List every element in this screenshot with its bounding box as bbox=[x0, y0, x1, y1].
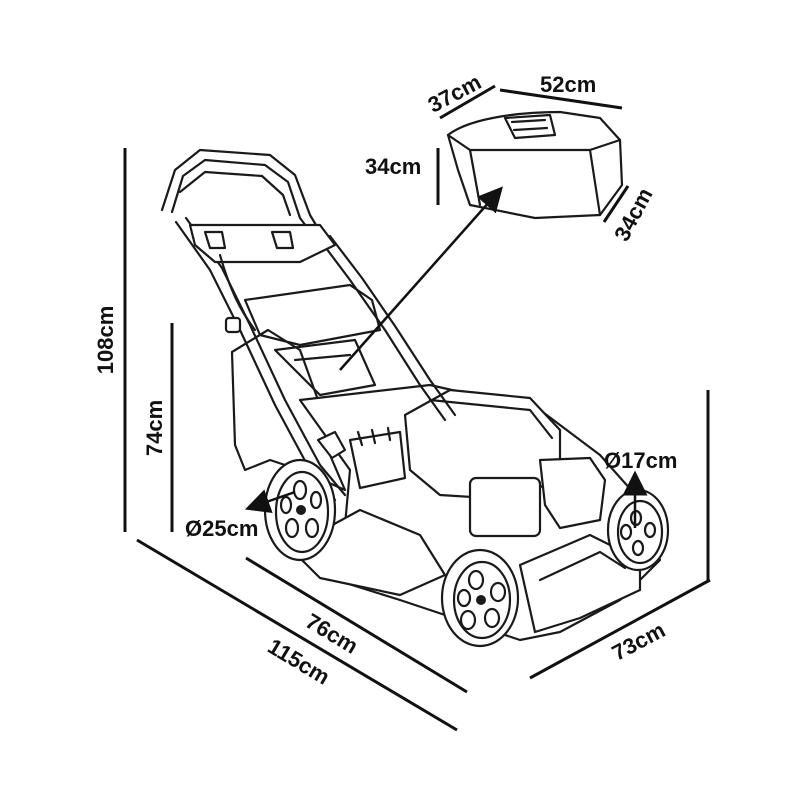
rear-wheel bbox=[263, 458, 337, 562]
battery-box bbox=[348, 430, 407, 490]
deck-length-line bbox=[245, 556, 468, 694]
width-label: 73cm bbox=[608, 617, 669, 665]
width-line bbox=[529, 578, 711, 680]
front-wheel-right bbox=[606, 488, 670, 572]
bag-pointer-arrow bbox=[339, 186, 503, 371]
bag-length-label: 52cm bbox=[540, 72, 596, 97]
deck-height-label: 74cm bbox=[142, 400, 167, 456]
handle-knob bbox=[224, 316, 242, 334]
rear-wheel-arrow bbox=[244, 489, 296, 514]
control-panel bbox=[188, 223, 337, 264]
lawnmower-illustration bbox=[160, 148, 670, 648]
grass-bag-illustration bbox=[446, 110, 624, 220]
total-height-label: 108cm bbox=[93, 306, 118, 375]
bag-length-line bbox=[499, 88, 623, 110]
bag-height-label: 34cm bbox=[365, 154, 421, 179]
handle-bar bbox=[160, 148, 327, 242]
bag-depth-line bbox=[439, 84, 496, 120]
rear-wheel-diameter-label: Ø25cm bbox=[185, 516, 258, 541]
bag-width-line bbox=[602, 185, 630, 223]
air-filter bbox=[468, 476, 542, 538]
front-wheel-diameter-label: Ø17cm bbox=[604, 448, 677, 473]
deck-length-label: 76cm bbox=[301, 608, 362, 658]
grass-bag-handle bbox=[503, 113, 557, 140]
front-wheel-left bbox=[440, 548, 520, 648]
total-length-line bbox=[136, 538, 458, 732]
